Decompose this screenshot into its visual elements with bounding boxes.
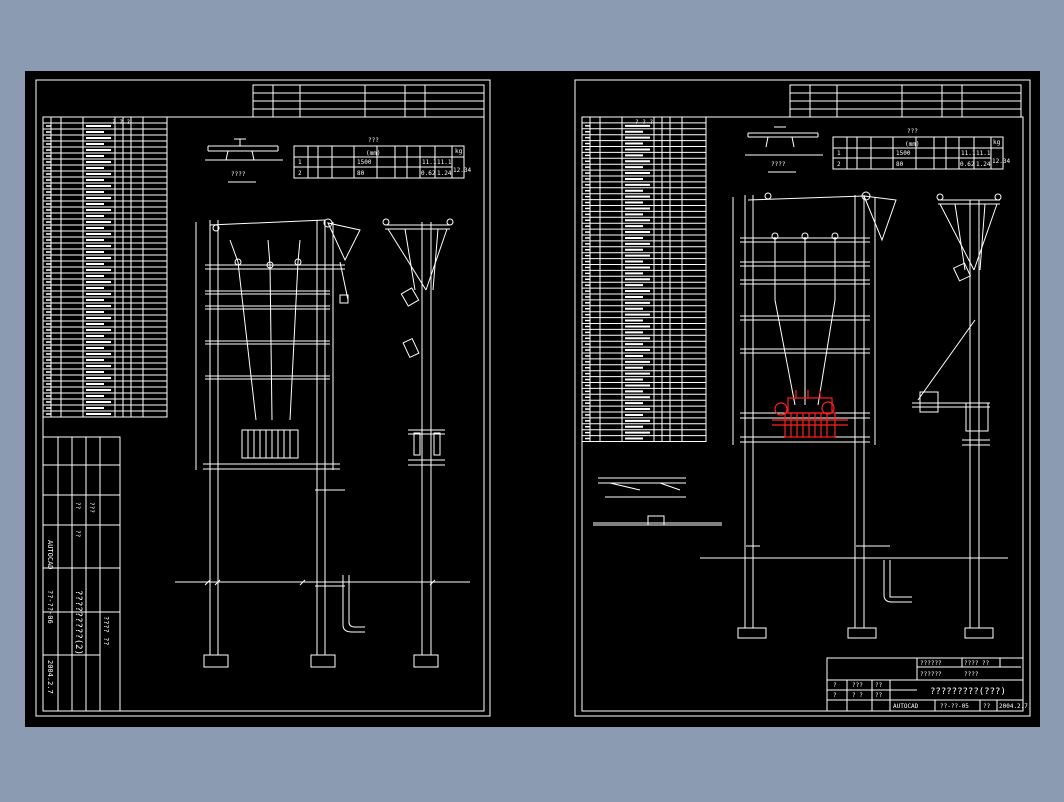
right-tb-date-label: ?? xyxy=(983,703,991,710)
right-tb-r2c4: ?? xyxy=(875,692,883,699)
right-revision-box xyxy=(789,84,1022,118)
left-dim-total: 12.34 xyxy=(453,167,471,174)
left-dim-row2-t: 1.24 xyxy=(437,170,452,177)
left-title-block xyxy=(42,436,121,712)
right-tb-stage-label: ?????? xyxy=(920,671,942,678)
left-tb-name-1: ??? xyxy=(88,502,95,513)
right-dim-row1: 1 xyxy=(837,150,841,157)
left-tb-name-3: ?? xyxy=(74,530,81,538)
left-detail-label: ???? xyxy=(231,171,246,178)
left-dim-kg: kg xyxy=(455,148,463,155)
right-bom-title: ? ? ? xyxy=(635,119,653,126)
right-tb-date: 2004.2.7 xyxy=(999,703,1028,710)
right-dim-kg: kg xyxy=(993,139,1001,146)
left-tb-company: ???? ?? xyxy=(102,616,110,646)
bom-frame xyxy=(581,116,707,442)
right-tb-stage-value: ???? xyxy=(964,671,979,678)
right-tb-drawing-no: ??-??-05 xyxy=(940,703,969,710)
left-dim-row2-w: 0.62 xyxy=(421,170,436,177)
right-sheet xyxy=(574,79,1031,717)
left-revision-box xyxy=(252,84,485,118)
left-tb-drawing-no: ??-??-06 xyxy=(46,590,54,624)
left-dim-row1: 1 xyxy=(298,159,302,166)
selected-transformer[interactable] xyxy=(772,390,848,438)
left-side-elevation xyxy=(382,218,454,655)
right-tb-r1c4: ?? xyxy=(875,682,883,689)
left-bom-table xyxy=(42,116,168,418)
left-tb-software: AUTOCAD xyxy=(46,540,54,570)
right-dim-total: 12.34 xyxy=(992,158,1010,165)
right-title-block xyxy=(826,657,1024,712)
right-sheet-border xyxy=(574,79,1031,717)
model-space xyxy=(25,71,1040,727)
left-tb-title: ?????????(2) xyxy=(73,590,83,655)
right-dim-table xyxy=(832,136,1004,170)
left-dim-row1-len: 1500 xyxy=(357,159,372,166)
right-side-elevation xyxy=(912,193,1002,628)
right-texts: ? ? ? ??? ???? (mm) kg 1 1500 11.1 11.1 … xyxy=(635,119,1028,710)
left-crossarm-detail xyxy=(205,138,283,183)
right-dim-row2-len: 80 xyxy=(896,161,904,168)
right-detail-label: ???? xyxy=(771,161,786,168)
right-tb-project-value: ???? ?? xyxy=(964,660,990,667)
left-dim-table xyxy=(293,145,465,179)
right-dim-row2: 2 xyxy=(837,161,841,168)
right-bom-table xyxy=(581,116,707,442)
right-tb-project-label: ?????? xyxy=(920,660,942,667)
right-dim-unit: (mm) xyxy=(905,141,919,148)
right-dim-row1-w: 11.1 xyxy=(961,150,976,157)
left-sheet xyxy=(35,79,491,717)
right-dim-row2-t: 1.24 xyxy=(976,161,991,168)
right-front-elevation xyxy=(700,191,1008,639)
right-tb-r1c3: ??? xyxy=(852,682,863,689)
right-dim-title: ??? xyxy=(907,128,918,135)
left-tb-date: 2004.2.7 xyxy=(46,660,54,694)
right-dim-row2-w: 0.62 xyxy=(960,161,975,168)
right-tb-title: ?????????(???) xyxy=(930,687,1006,697)
left-dim-unit: (mm) xyxy=(366,150,380,157)
right-tb-r2c1: ? xyxy=(833,692,837,699)
left-dim-title: ??? xyxy=(368,137,379,144)
left-bom-title: ? ? ? xyxy=(112,119,130,126)
right-bracket-details xyxy=(593,477,722,526)
right-dim-row1-t: 11.1 xyxy=(976,150,991,157)
left-texts: ? ? ? ??? ???? (mm) kg 1 1500 11.1 11.1 … xyxy=(46,119,471,694)
right-tb-r1c1: ? xyxy=(833,682,837,689)
left-sheet-border xyxy=(35,79,491,717)
left-tb-name-2: ?? xyxy=(74,502,81,510)
right-tb-r2c3: ? ? xyxy=(852,692,863,699)
left-front-elevation xyxy=(175,218,470,668)
right-crossarm-detail xyxy=(745,126,823,173)
right-dim-row1-len: 1500 xyxy=(896,150,911,157)
left-dim-row2-len: 80 xyxy=(357,170,365,177)
left-dim-row2: 2 xyxy=(298,170,302,177)
right-tb-software: AUTOCAD xyxy=(893,703,919,710)
left-dim-row1-w: 11.1 xyxy=(422,159,437,166)
left-dim-row1-t: 11.1 xyxy=(437,159,452,166)
